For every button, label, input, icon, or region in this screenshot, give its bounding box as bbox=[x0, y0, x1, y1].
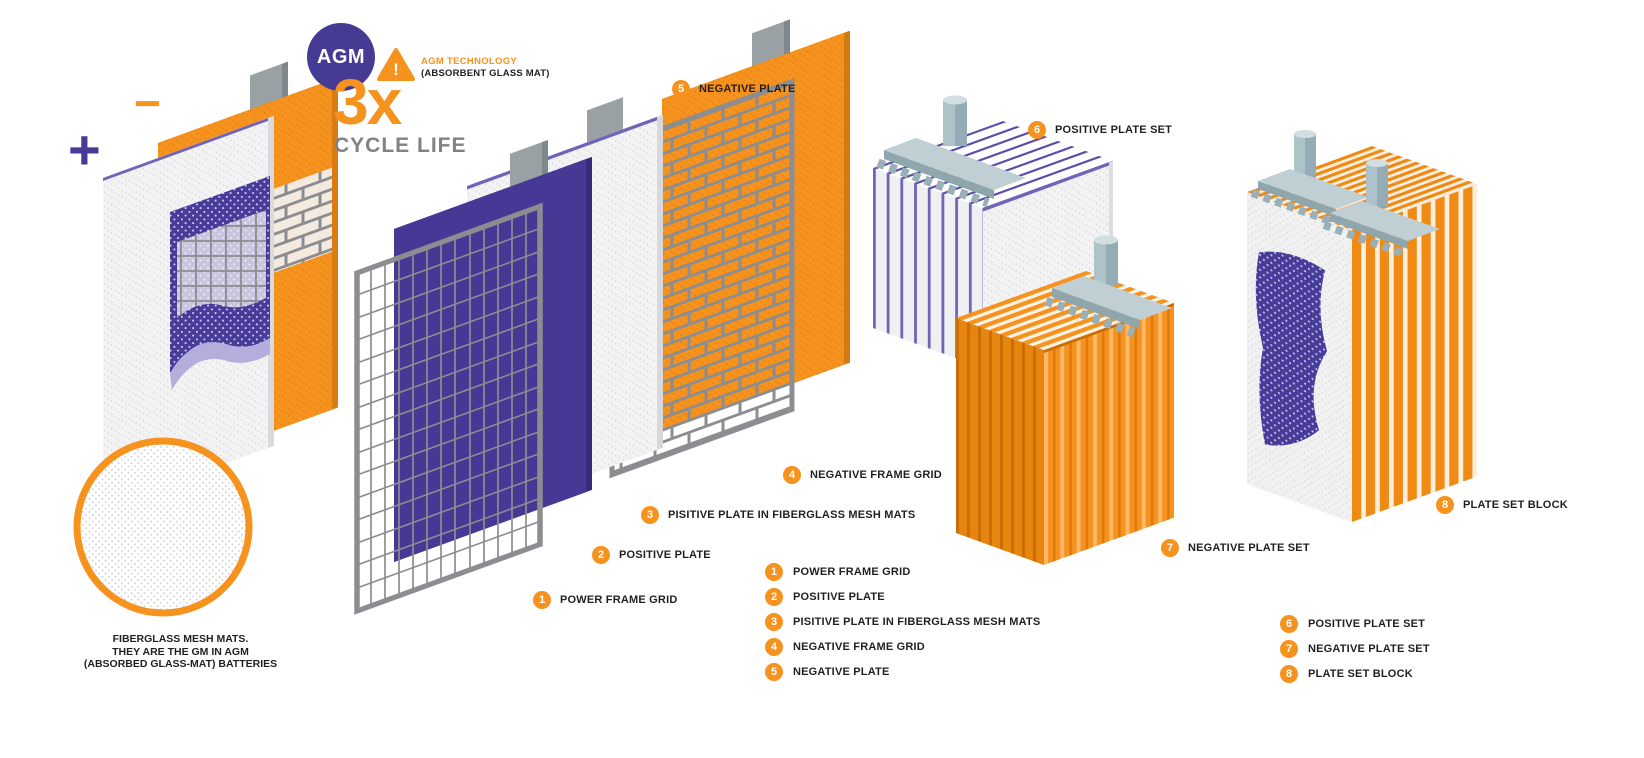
warning-exclamation: ! bbox=[393, 60, 399, 79]
legend-badge: 8 bbox=[1280, 665, 1298, 683]
agm-technology-label: AGM TECHNOLOGY bbox=[421, 56, 518, 67]
legend-label: POSITIVE PLATE SET bbox=[1308, 618, 1426, 630]
legend-label: NEGATIVE PLATE SET bbox=[1308, 643, 1430, 655]
bus-bar-block-b bbox=[1322, 159, 1440, 257]
callout-negative-plate-set: 7 NEGATIVE PLATE SET bbox=[1161, 539, 1310, 557]
legend-label: POSITIVE PLATE bbox=[793, 591, 885, 603]
callout-label: POSITIVE PLATE SET bbox=[1055, 124, 1173, 136]
bus-bar-negative-set bbox=[1044, 235, 1172, 338]
callout-badge: 1 bbox=[533, 591, 551, 609]
callout-label: NEGATIVE FRAME GRID bbox=[810, 469, 942, 481]
callout-badge: 5 bbox=[672, 80, 690, 98]
callout-plate-set-block: 8 PLATE SET BLOCK bbox=[1436, 496, 1568, 514]
legend-label: PLATE SET BLOCK bbox=[1308, 668, 1413, 680]
power-frame-grid-graphic bbox=[354, 202, 543, 615]
light-mat-band bbox=[170, 338, 270, 390]
bus-bar-positive-set bbox=[876, 95, 1026, 208]
callout-badge: 6 bbox=[1028, 121, 1046, 139]
callout-label: NEGATIVE PLATE SET bbox=[1188, 542, 1310, 554]
callout-badge: 7 bbox=[1161, 539, 1179, 557]
callout-power-frame-grid: 1 POWER FRAME GRID bbox=[533, 591, 677, 609]
legend-badge: 6 bbox=[1280, 615, 1298, 633]
callout-badge: 3 bbox=[641, 506, 659, 524]
legend-badge: 5 bbox=[765, 663, 783, 681]
callout-badge: 2 bbox=[592, 546, 610, 564]
callout-positive-plate-mats: 3 PISITIVE PLATE IN FIBERGLASS MESH MATS bbox=[641, 506, 915, 524]
legend-label: NEGATIVE FRAME GRID bbox=[793, 641, 925, 653]
block-mat-patch bbox=[1255, 251, 1327, 446]
legend-badge: 7 bbox=[1280, 640, 1298, 658]
legend-item: 6 POSITIVE PLATE SET bbox=[1280, 615, 1430, 633]
plate-set-block-graphic bbox=[1247, 130, 1477, 523]
legend-sets: 6 POSITIVE PLATE SET 7 NEGATIVE PLATE SE… bbox=[1280, 615, 1430, 683]
callout-negative-frame-grid: 4 NEGATIVE FRAME GRID bbox=[783, 466, 942, 484]
callout-positive-plate: 2 POSITIVE PLATE bbox=[592, 546, 711, 564]
callout-label: PLATE SET BLOCK bbox=[1463, 499, 1568, 511]
callout-label: NEGATIVE PLATE bbox=[699, 83, 796, 95]
negative-plate-set-graphic bbox=[956, 235, 1174, 566]
legend-label: NEGATIVE PLATE bbox=[793, 666, 890, 678]
callout-label: POSITIVE PLATE bbox=[619, 549, 711, 561]
legend-item: 1 POWER FRAME GRID bbox=[765, 563, 1040, 581]
mesh-grid-patch bbox=[177, 210, 266, 318]
legend-item: 8 PLATE SET BLOCK bbox=[1280, 665, 1430, 683]
legend-item: 3 PISITIVE PLATE IN FIBERGLASS MESH MATS bbox=[765, 613, 1040, 631]
callout-label: PISITIVE PLATE IN FIBERGLASS MESH MATS bbox=[668, 509, 916, 521]
absorbent-glass-mat-label: (ABSORBENT GLASS MAT) bbox=[421, 68, 550, 79]
legend-badge: 3 bbox=[765, 613, 783, 631]
callout-badge: 8 bbox=[1436, 496, 1454, 514]
legend-label: POWER FRAME GRID bbox=[793, 566, 911, 578]
legend-label: PISITIVE PLATE IN FIBERGLASS MESH MATS bbox=[793, 616, 1041, 628]
callout-negative-plate: 5 NEGATIVE PLATE bbox=[672, 80, 796, 98]
left-exploded-plates bbox=[103, 61, 338, 508]
plus-sign: + bbox=[68, 118, 101, 181]
legend-badge: 2 bbox=[765, 588, 783, 606]
callout-label: POWER FRAME GRID bbox=[560, 594, 678, 606]
legend-item: 2 POSITIVE PLATE bbox=[765, 588, 1040, 606]
fiberglass-magnifier-circle bbox=[73, 437, 253, 617]
legend-item: 4 NEGATIVE FRAME GRID bbox=[765, 638, 1040, 656]
fiberglass-caption: FIBERGLASS MESH MATS. THEY ARE THE GM IN… bbox=[83, 633, 278, 671]
callout-badge: 4 bbox=[783, 466, 801, 484]
cycle-life-label: CYCLE LIFE bbox=[334, 134, 467, 157]
callout-positive-plate-set: 6 POSITIVE PLATE SET bbox=[1028, 121, 1172, 139]
legend-badge: 4 bbox=[765, 638, 783, 656]
legend-item: 7 NEGATIVE PLATE SET bbox=[1280, 640, 1430, 658]
multiplier-3x: 3x bbox=[333, 66, 402, 138]
legend-plates: 1 POWER FRAME GRID 2 POSITIVE PLATE 3 PI… bbox=[765, 563, 1040, 681]
legend-badge: 1 bbox=[765, 563, 783, 581]
bus-bar-block-a bbox=[1250, 130, 1368, 225]
agm-logo: AGM bbox=[307, 23, 375, 91]
legend-item: 5 NEGATIVE PLATE bbox=[765, 663, 1040, 681]
minus-sign: − bbox=[134, 77, 161, 129]
warning-icon: ! bbox=[377, 48, 415, 81]
